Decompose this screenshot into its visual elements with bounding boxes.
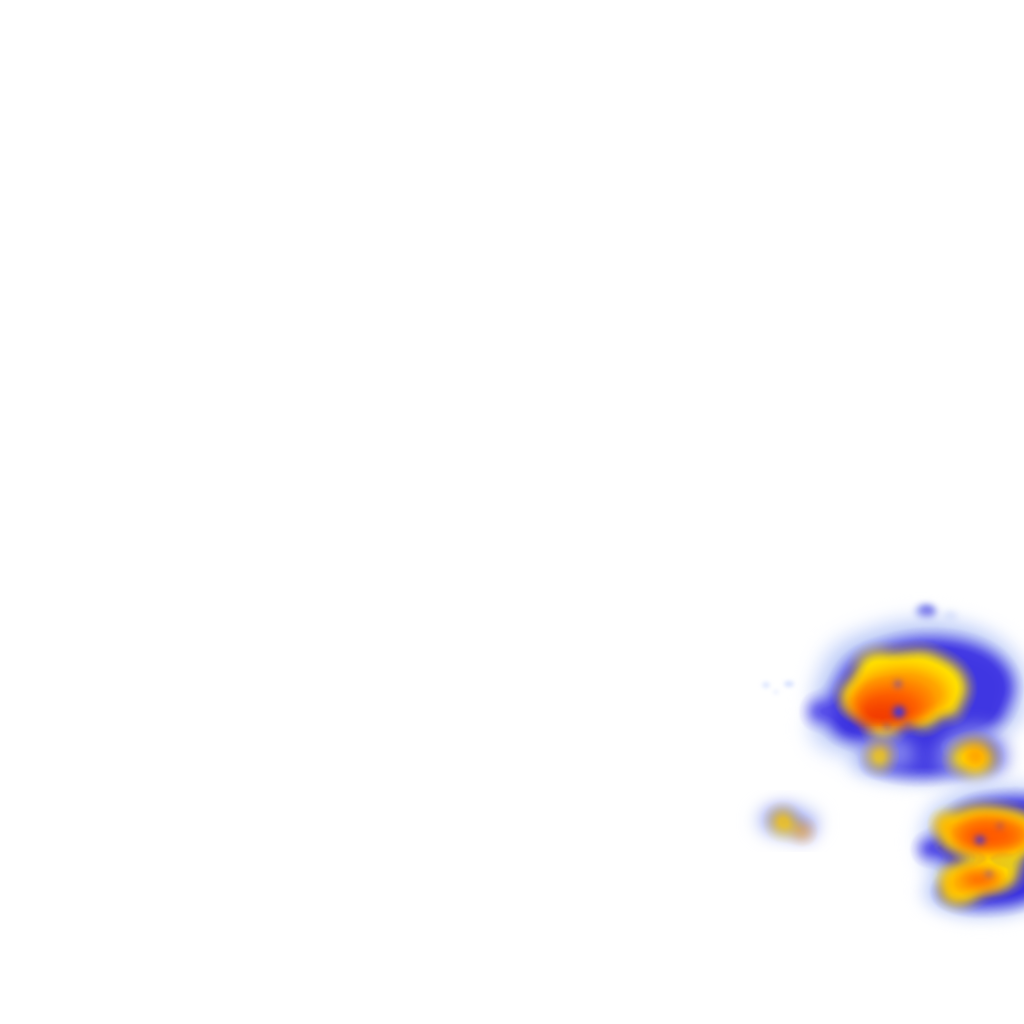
cell-south-tail [858,738,910,770]
cell-isolated-west [756,804,820,839]
cell-east-lobe [942,728,1010,784]
cell-main [804,613,1024,783]
cell-southeast [916,780,1024,917]
cell-faint-specks-center [762,681,794,694]
